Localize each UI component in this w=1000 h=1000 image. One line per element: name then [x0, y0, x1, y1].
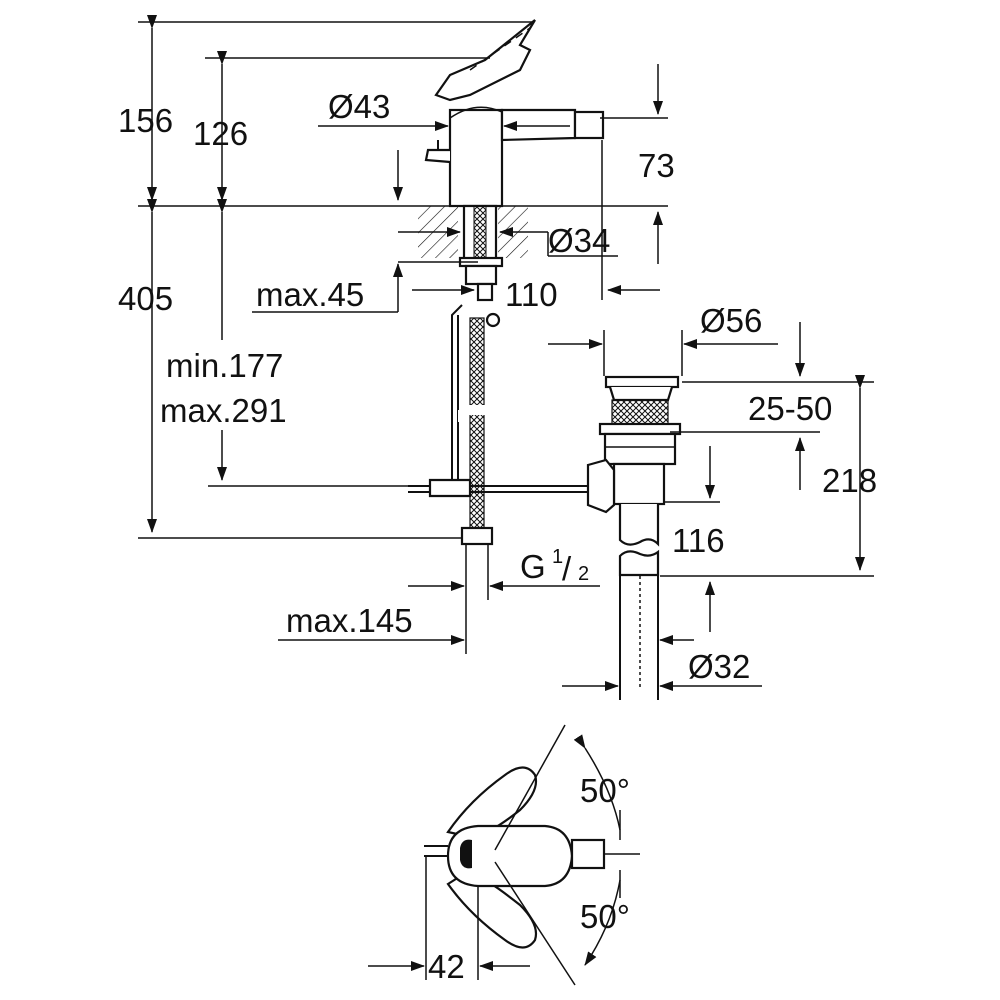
dim-110: 110 [505, 276, 558, 313]
dim-126: 126 [193, 115, 248, 152]
dim-25-50: 25-50 [748, 390, 832, 427]
dimension-lines [138, 15, 874, 691]
drain-body [612, 462, 666, 506]
dim-405: 405 [118, 280, 173, 317]
dim-max291: max.291 [160, 392, 287, 429]
lever-position-down [446, 868, 538, 949]
dim-73: 73 [638, 147, 675, 184]
dim-thread-denominator: 2 [578, 563, 589, 585]
dim-thread-g: G [520, 548, 546, 585]
dim-116: 116 [672, 522, 725, 559]
faucet-body [448, 108, 504, 208]
dimension-labels: 156 126 Ø43 73 Ø34 405 max.45 110 Ø56 mi… [118, 88, 877, 985]
faucet-top-view [368, 724, 640, 986]
dim-min177: min.177 [166, 347, 283, 384]
dim-42: 42 [428, 948, 465, 985]
dim-thread-numerator: 1 [552, 546, 563, 568]
popup-knob [424, 148, 451, 164]
connector [476, 282, 494, 302]
hose-nut [460, 526, 494, 546]
angle-bottom: 50° [580, 898, 630, 935]
spout [500, 108, 577, 142]
spout-head [573, 110, 605, 140]
drain-cap [604, 375, 680, 389]
lever-position-up [446, 766, 538, 840]
dim-218: 218 [822, 462, 877, 499]
dim-diameter-43: Ø43 [328, 88, 390, 125]
dim-156: 156 [118, 102, 173, 139]
dim-diameter-34: Ø34 [548, 222, 610, 259]
spout-top [570, 838, 606, 870]
drain-assembly [586, 375, 682, 700]
dim-diameter-32: Ø32 [688, 648, 750, 685]
flexible-hose [469, 317, 485, 529]
dim-thread-slash: / [562, 550, 572, 587]
dim-max45: max.45 [256, 276, 364, 313]
angle-top: 50° [580, 772, 630, 809]
dim-diameter-56: Ø56 [700, 302, 762, 339]
dim-max145: max.145 [286, 602, 413, 639]
pivot-nut [586, 458, 616, 514]
